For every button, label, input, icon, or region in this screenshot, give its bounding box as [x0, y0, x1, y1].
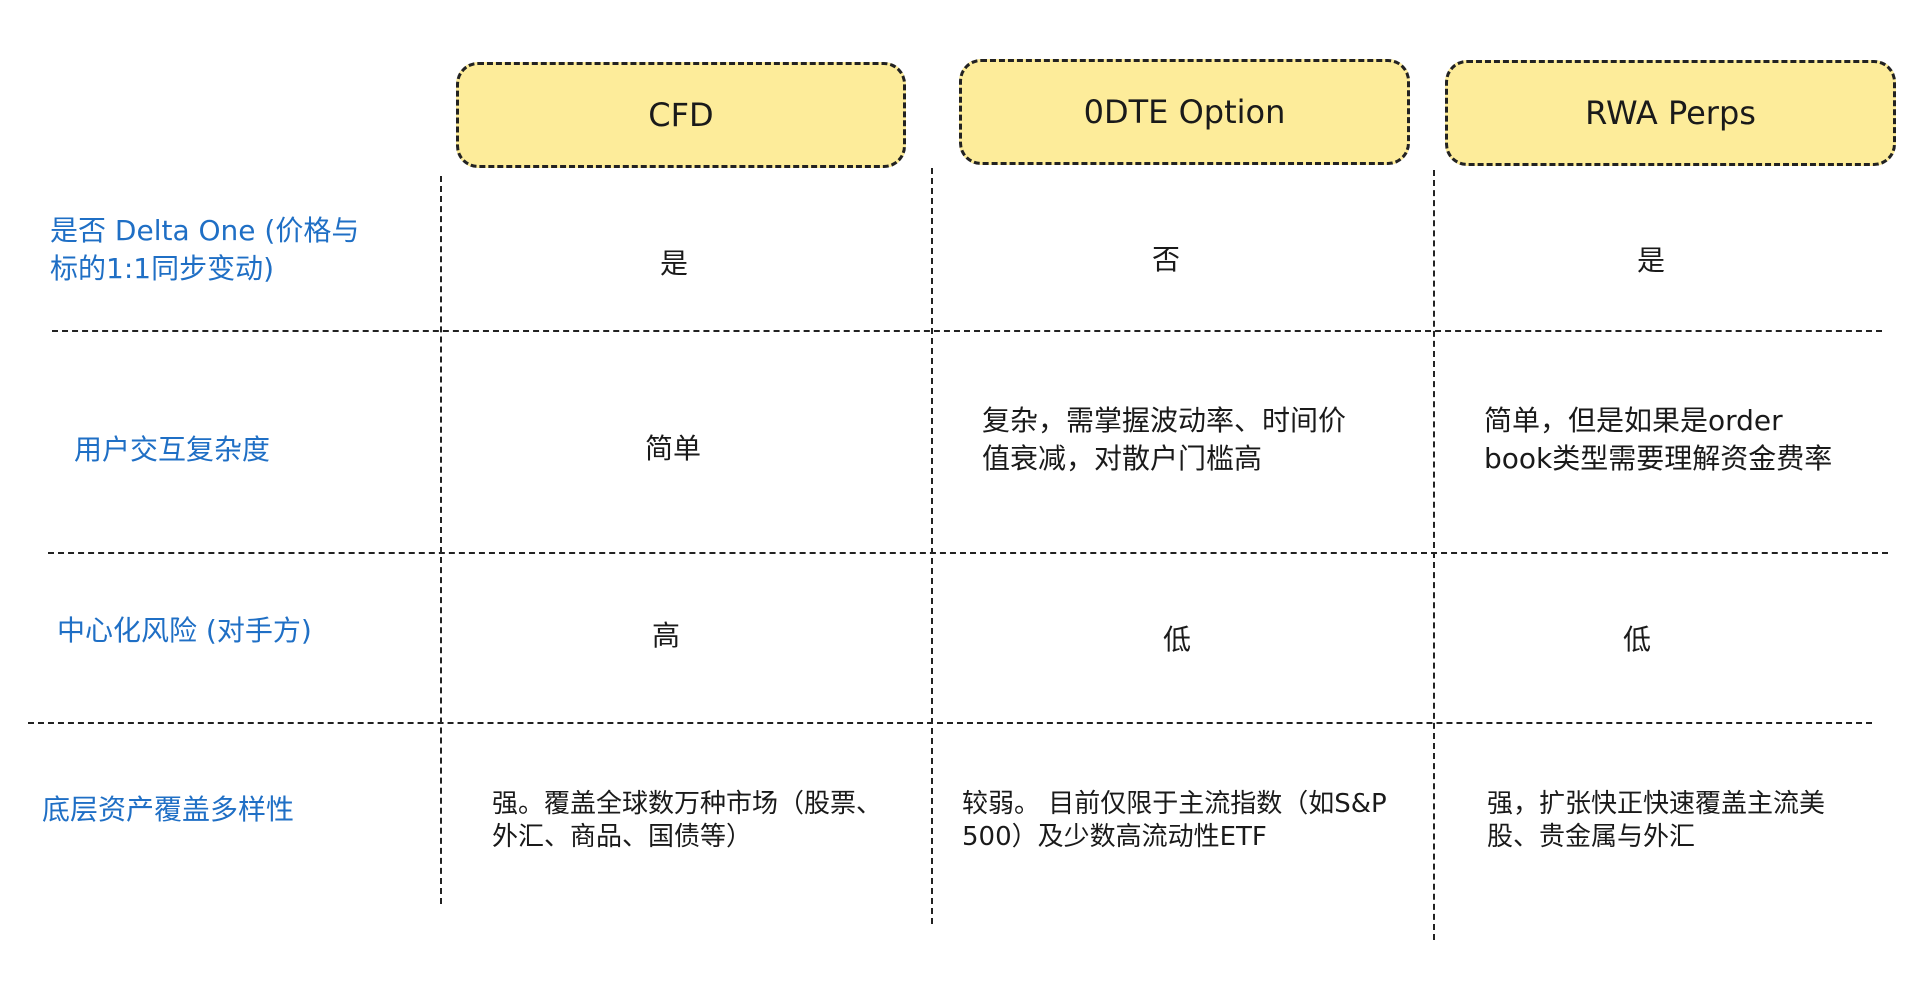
column-header-label: RWA Perps [1585, 94, 1756, 132]
cell-0dte-risk: 低 [1163, 623, 1192, 656]
column-header-label: 0DTE Option [1083, 93, 1286, 131]
cell-0dte-diversity: 较弱。 目前仅限于主流指数（如S&P 500）及少数高流动性ETF [962, 789, 1387, 852]
row-divider [28, 722, 1872, 724]
column-header-cfd: CFD [456, 62, 906, 168]
column-divider [440, 176, 442, 904]
cell-cfd-delta-one: 是 [660, 247, 689, 280]
column-header-rwa-perps: RWA Perps [1445, 60, 1896, 166]
cell-cfd-complexity: 简单 [645, 432, 702, 465]
cell-0dte-delta-one: 否 [1152, 243, 1181, 276]
cell-cfd-risk: 高 [652, 619, 681, 652]
cell-rwa-risk: 低 [1623, 623, 1652, 656]
row-divider [52, 330, 1882, 332]
cell-cfd-diversity: 强。覆盖全球数万种市场（股票、 外汇、商品、国债等） [492, 789, 883, 852]
cell-0dte-complexity: 复杂，需掌握波动率、时间价 值衰减，对散户门槛高 [982, 404, 1347, 475]
cell-rwa-complexity: 简单，但是如果是order book类型需要理解资金费率 [1484, 404, 1833, 475]
cell-rwa-diversity: 强，扩张快正快速覆盖主流美 股、贵金属与外汇 [1487, 789, 1826, 852]
cell-rwa-delta-one: 是 [1637, 244, 1666, 277]
row-label-interaction-complexity: 用户交互复杂度 [74, 433, 271, 466]
column-header-0dte-option: 0DTE Option [959, 59, 1410, 165]
row-label-centralization-risk: 中心化风险 (对手方) [57, 614, 312, 647]
column-divider [931, 168, 933, 924]
row-label-delta-one: 是否 Delta One (价格与 标的1:1同步变动) [50, 214, 360, 285]
row-label-asset-diversity: 底层资产覆盖多样性 [42, 793, 295, 826]
row-divider [48, 552, 1888, 554]
column-divider [1433, 170, 1435, 940]
column-header-label: CFD [648, 96, 714, 134]
